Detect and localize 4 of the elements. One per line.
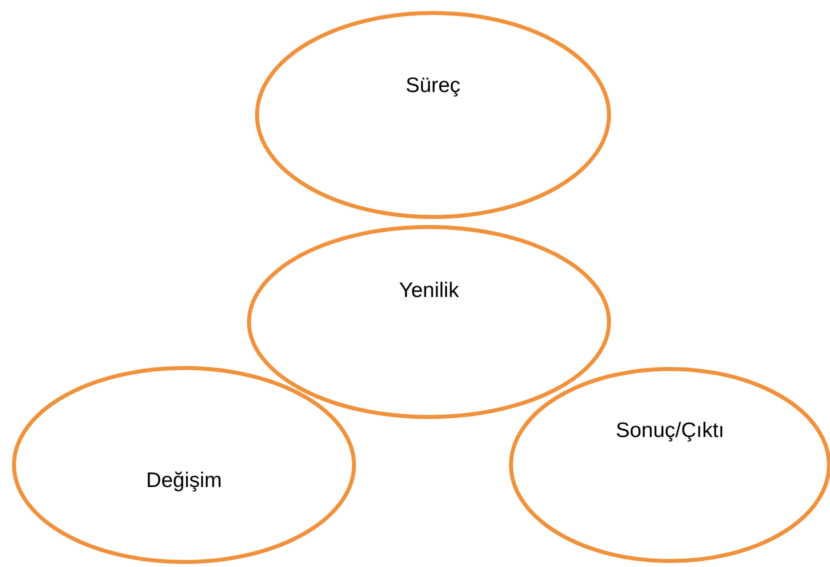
- node-label: Değişim: [146, 469, 222, 492]
- node-label: Sonuç/Çıktı: [616, 419, 724, 442]
- node-label: Süreç: [406, 74, 460, 97]
- node-label: Yenilik: [399, 279, 459, 302]
